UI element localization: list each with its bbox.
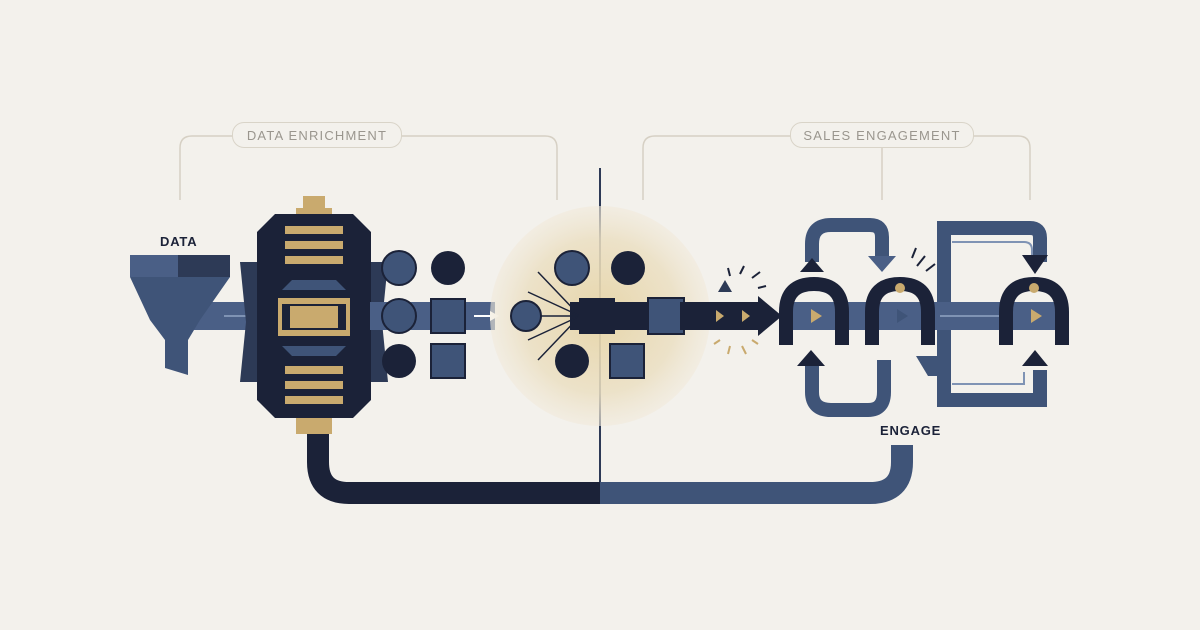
spark-icon-engage xyxy=(911,247,936,272)
arrow-up-icon-lower xyxy=(797,350,825,366)
arrow-up-icon xyxy=(800,258,824,272)
arrow-up-icon-right xyxy=(1022,350,1048,366)
engage-arch-icon-2 xyxy=(865,276,935,345)
engagement-loop-bottom xyxy=(805,360,891,417)
return-loop-right xyxy=(600,445,913,504)
record-grid xyxy=(381,250,466,379)
up-arrow-marker xyxy=(718,280,732,292)
sales-engagement-label: SALES ENGAGEMENT xyxy=(790,122,974,148)
arrow-down-icon xyxy=(1022,255,1048,274)
engagement-loop-left xyxy=(805,218,889,262)
engage-arch-icon-3 xyxy=(999,276,1069,345)
enrichment-processor-icon xyxy=(240,196,388,434)
spark-icon xyxy=(727,265,767,289)
output-arrow-head xyxy=(758,296,782,336)
engage-arch-icon-1 xyxy=(779,276,849,345)
feedback-arrow xyxy=(916,356,944,376)
funnel-icon xyxy=(130,255,230,375)
return-loop-left xyxy=(307,420,600,504)
spark-icon-lower xyxy=(713,339,759,355)
data-enrichment-label: DATA ENRICHMENT xyxy=(232,122,402,148)
merged-record-grid xyxy=(510,250,685,379)
data-label: DATA xyxy=(160,234,198,249)
engage-label: ENGAGE xyxy=(880,423,942,438)
